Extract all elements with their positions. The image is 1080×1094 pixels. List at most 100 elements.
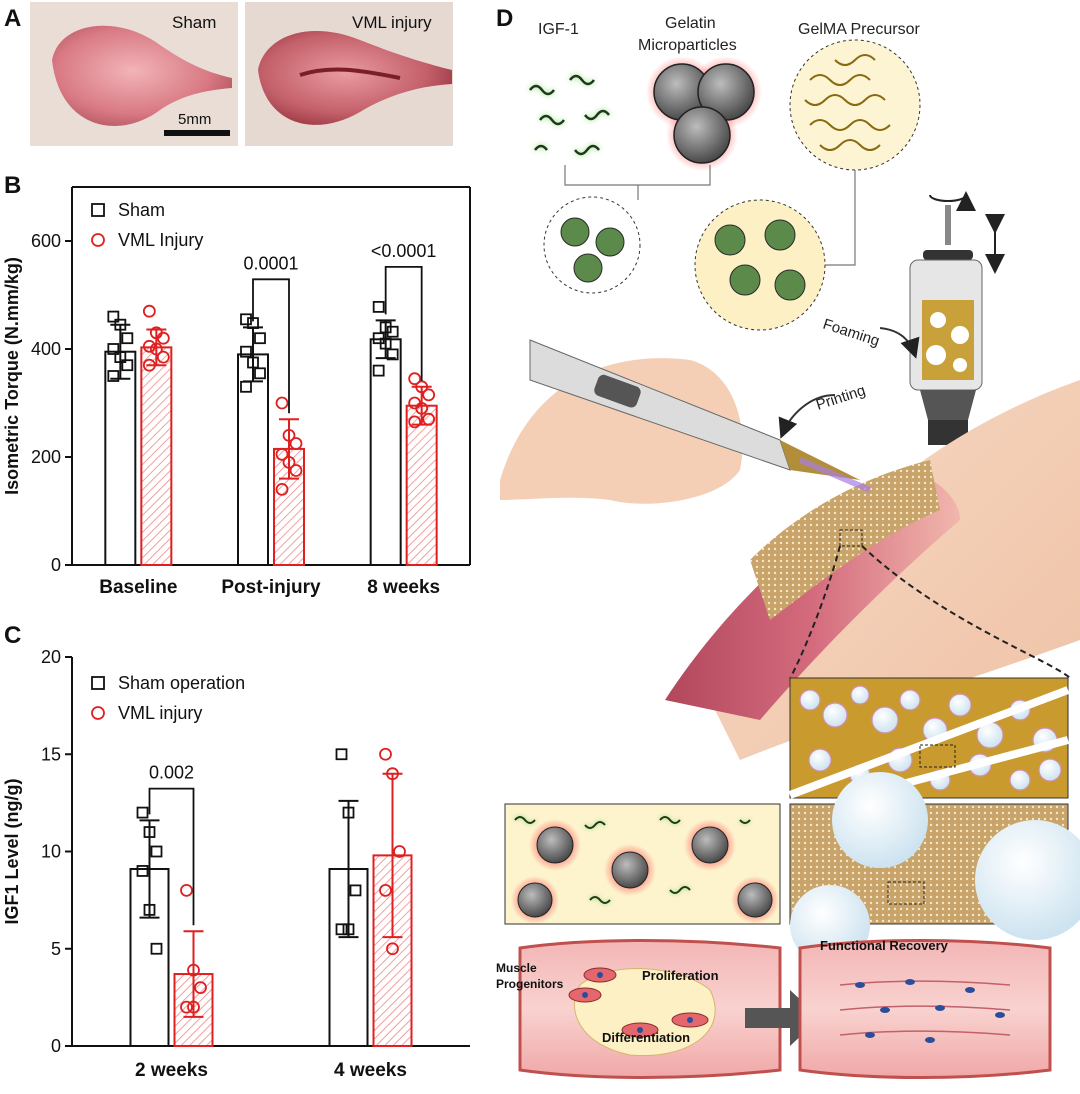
data-point-circle (422, 412, 436, 426)
data-point-circle (408, 415, 422, 429)
legend-label: VML Injury (118, 230, 203, 250)
data-point-square (121, 332, 134, 345)
data-point-square (247, 356, 259, 369)
label-proliferation: Proliferation (642, 968, 719, 983)
muscle-vml-image (258, 31, 452, 125)
data-point-square (240, 345, 252, 358)
y-tick-label: 15 (41, 744, 61, 764)
data-point-circle (282, 428, 296, 442)
legend-marker-square (91, 676, 105, 690)
syringe (909, 191, 1005, 445)
arm-illustration (665, 380, 1080, 760)
label-progenitors: Progenitors (496, 977, 564, 991)
significance-bracket (252, 278, 290, 414)
bar-injury (405, 404, 438, 566)
data-point-circle (282, 455, 296, 469)
data-point-circle (379, 747, 392, 761)
y-tick-label: 0 (51, 555, 61, 575)
data-point-circle (379, 883, 392, 897)
data-point-circle (142, 358, 156, 372)
zoom-line-1 (861, 545, 1071, 679)
label-functional-recovery: Functional Recovery (820, 938, 949, 953)
data-point-square (254, 367, 266, 380)
data-point-circle (289, 437, 303, 450)
scaffold-zoom-1 (788, 677, 1070, 802)
data-point-circle (415, 401, 429, 415)
data-point-square (240, 313, 252, 326)
data-point-square (136, 865, 149, 877)
significance-label: 0.002 (149, 763, 194, 783)
data-point-square (335, 923, 348, 936)
gelatin-microparticles (646, 56, 762, 171)
data-point-circle (187, 963, 200, 977)
y-axis-label: Isometric Torque (N.mm/kg) (2, 257, 22, 495)
x-category-label: 2 weeks (135, 1060, 208, 1081)
data-point-square (107, 310, 120, 323)
bar-control (369, 338, 402, 566)
data-point-square (372, 364, 385, 377)
scale-bar (164, 130, 230, 136)
data-point-circle (422, 388, 436, 402)
igf-molecules (529, 74, 610, 156)
panel-a: A Sham 5mm VML injury (4, 2, 453, 146)
label-foaming: Foaming (821, 316, 882, 350)
y-tick-label: 200 (31, 447, 61, 467)
data-point-square (143, 826, 156, 838)
data-point-circle (275, 482, 289, 496)
significance-label: 0.0001 (243, 253, 298, 273)
y-tick-label: 600 (31, 231, 61, 251)
data-point-circle (187, 1000, 200, 1014)
legend-marker-square (91, 203, 105, 217)
y-tick-label: 400 (31, 339, 61, 359)
scale-bar-label: 5mm (178, 111, 211, 128)
label-gelma: GelMA Precursor (798, 21, 920, 38)
injury-mark (299, 67, 401, 80)
data-point-square (254, 332, 266, 345)
y-tick-label: 10 (41, 842, 61, 862)
data-point-square (136, 806, 149, 819)
legend-marker-circle (91, 706, 105, 720)
y-tick-label: 0 (51, 1036, 61, 1056)
legend-label: Sham (118, 200, 165, 220)
sham-photo-label: Sham (172, 13, 216, 32)
data-point-circle (275, 396, 289, 410)
data-point-circle (149, 342, 163, 356)
bar-control (237, 353, 269, 566)
data-point-square (150, 942, 163, 955)
data-point-circle (408, 372, 422, 386)
data-point-circle (289, 464, 303, 477)
x-category-label: 4 weeks (334, 1060, 407, 1081)
x-category-label: 8 weeks (367, 577, 440, 598)
tissue-injured (518, 939, 782, 1079)
data-point-square (143, 903, 156, 916)
data-point-square (114, 318, 127, 331)
data-point-square (114, 351, 127, 364)
data-point-square (386, 348, 399, 361)
arrow-foaming (879, 327, 920, 359)
mixture-full (694, 199, 826, 331)
y-tick-label: 5 (51, 939, 61, 959)
data-point-circle (275, 447, 289, 461)
significance-bracket (148, 787, 195, 926)
data-point-square (107, 343, 120, 355)
data-point-square (240, 380, 252, 393)
legend-label: Sham operation (118, 673, 245, 693)
data-point-square (335, 748, 348, 761)
significance-label: <0.0001 (371, 241, 437, 261)
bar-injury (140, 346, 173, 566)
data-point-circle (156, 331, 170, 345)
label-gelatin: Gelatin (665, 15, 716, 32)
label-muscle: Muscle (496, 961, 537, 975)
y-axis-label: IGF1 Level (ng/g) (2, 778, 22, 924)
label-igf: IGF-1 (538, 21, 579, 38)
muscle-sham-image (52, 25, 232, 126)
data-point-square (349, 884, 362, 897)
data-point-circle (415, 380, 429, 394)
panel-label-a: A (4, 5, 21, 32)
y-tick-label: 20 (41, 647, 61, 667)
significance-bracket (384, 265, 423, 381)
gelma-precursor (789, 39, 921, 171)
data-point-circle (386, 767, 399, 781)
